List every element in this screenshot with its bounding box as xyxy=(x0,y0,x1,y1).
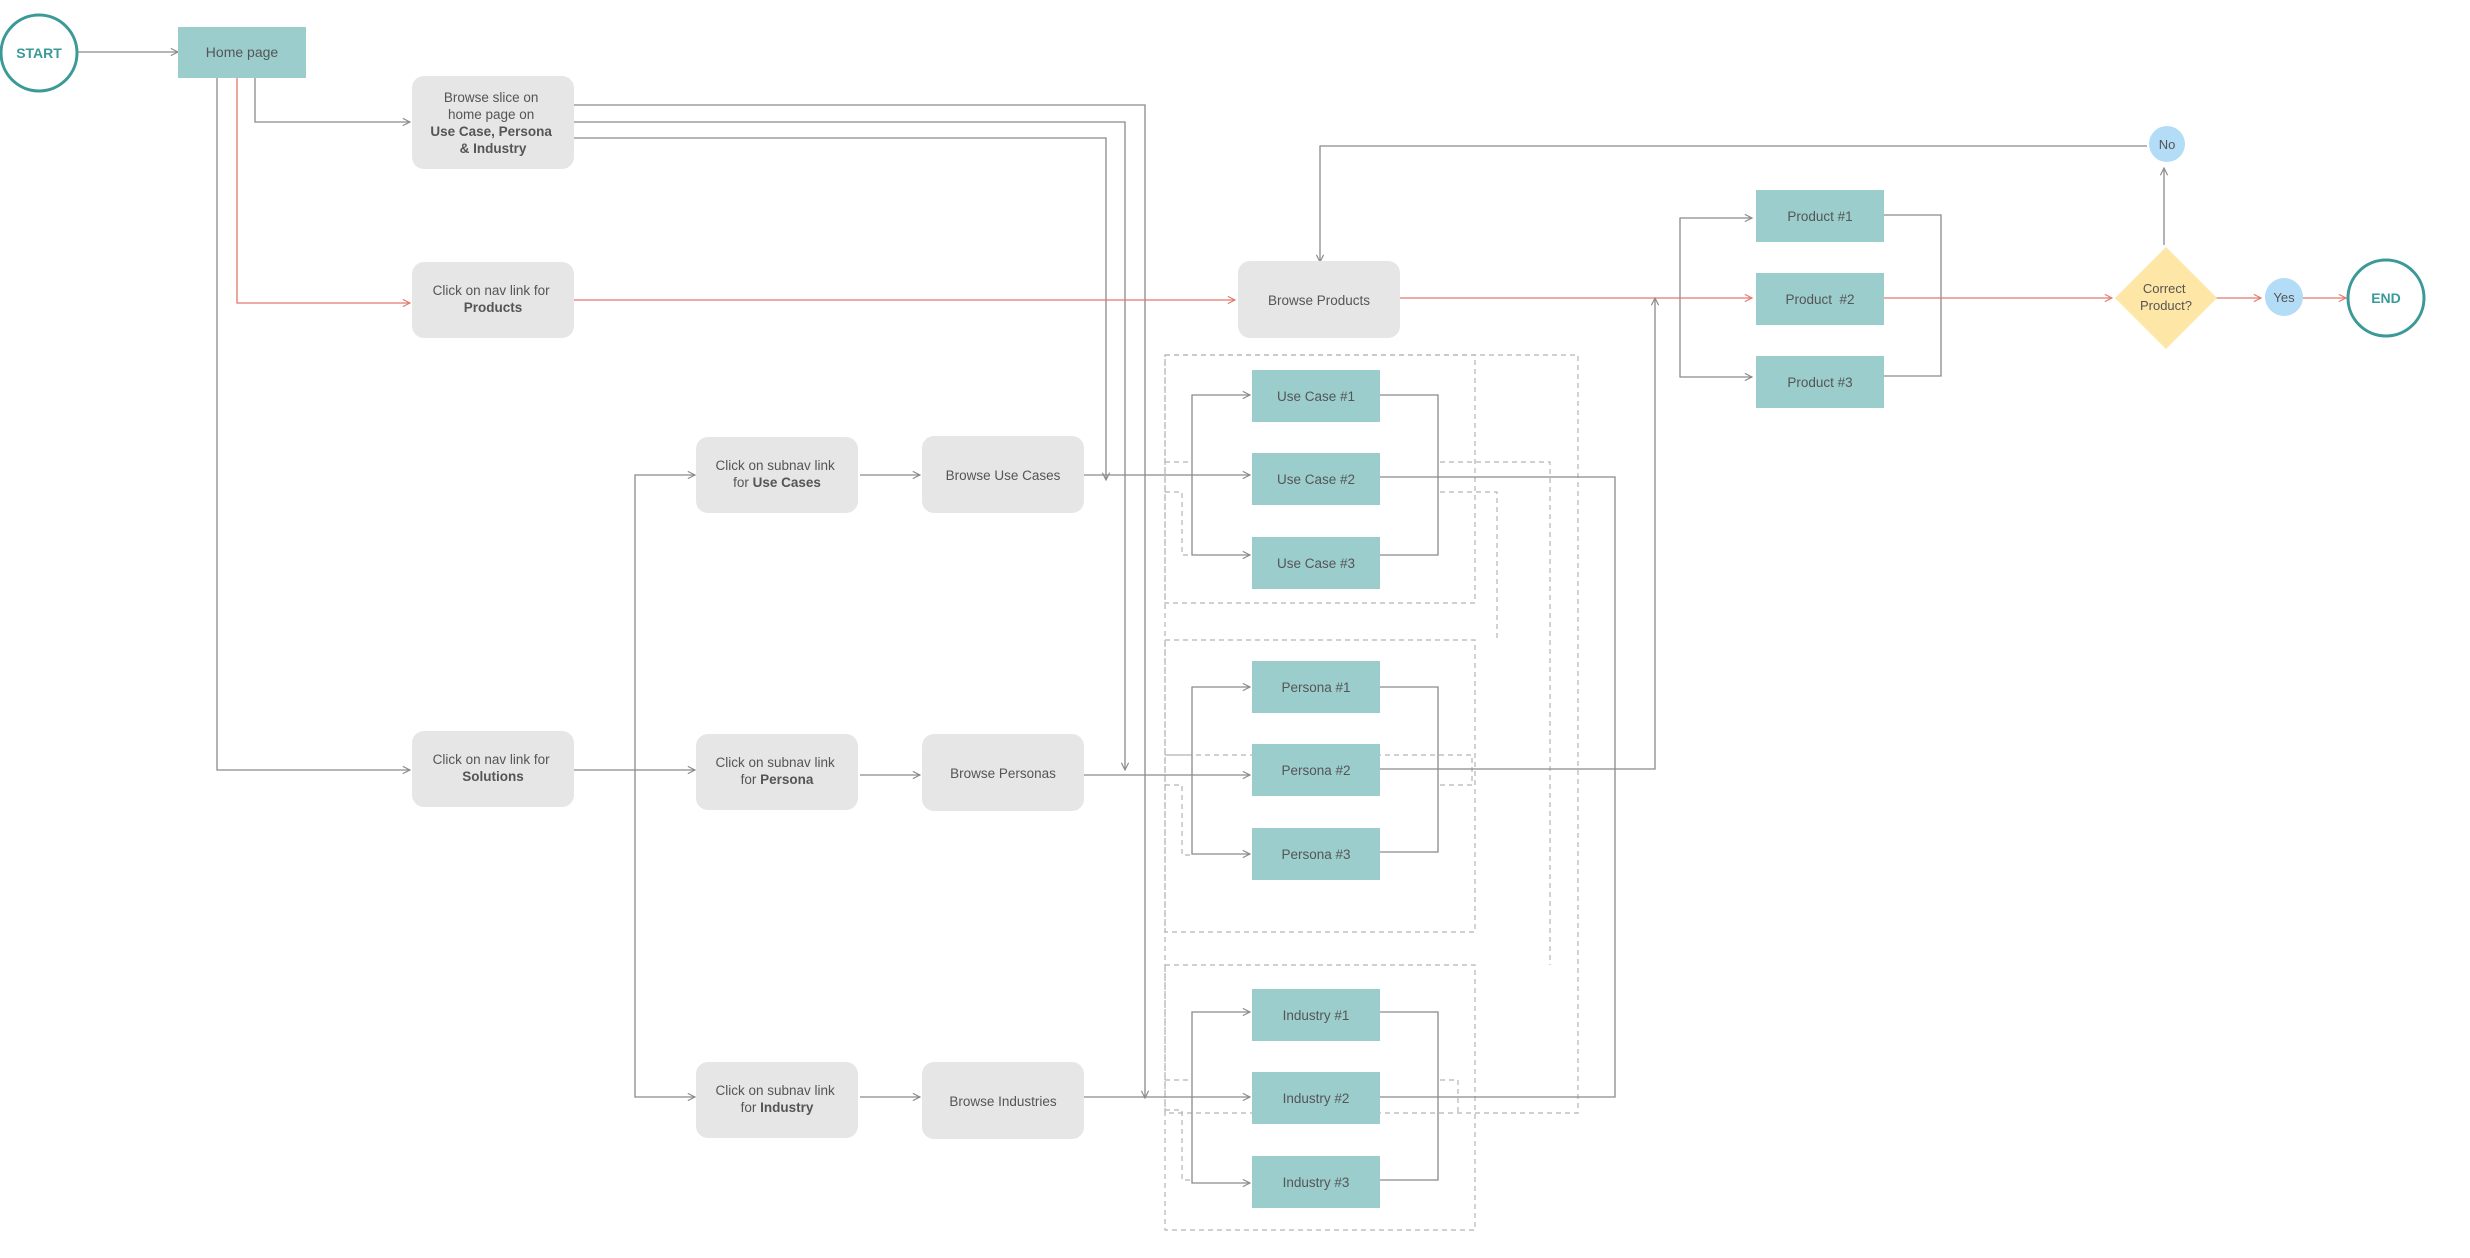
browse-industry-to-i1-arrow xyxy=(1191,1012,1250,1097)
use-case-2-label: Use Case #2 xyxy=(1277,472,1355,487)
browse-use-cases-label: Browse Use Cases xyxy=(946,468,1061,483)
dashed-connector-4 xyxy=(1440,1079,1459,1113)
home-to-browse-slice-arrow xyxy=(254,78,410,122)
slice-to-personas-arrow xyxy=(574,121,1125,770)
decision-label: Correct Product? xyxy=(2140,281,2192,313)
browse-use-to-uc3-arrow xyxy=(1191,475,1250,555)
nav-products-label: Click on nav link for Products xyxy=(433,283,554,315)
browse-industries-label: Browse Industries xyxy=(949,1094,1057,1109)
nav-products-node xyxy=(412,262,574,338)
subnav-use-cases-label: Click on subnav link for Use Cases xyxy=(715,458,838,490)
persona-to-products-arrow xyxy=(1380,298,1655,770)
dashed-connector-6 xyxy=(1165,491,1190,556)
connectors xyxy=(78,52,2164,1183)
no-to-browse-products-arrow xyxy=(1320,145,2147,262)
to-product-1-arrow xyxy=(1679,218,1752,298)
use-case-3-node xyxy=(1252,537,1380,589)
subnav-persona-label: Click on subnav link for Persona xyxy=(715,755,838,787)
product-1-node xyxy=(1756,190,1884,242)
home-to-nav-products-arrow xyxy=(236,78,410,303)
browse-use-to-uc1-arrow xyxy=(1191,395,1250,475)
end-node xyxy=(2346,258,2426,338)
persona-3-label: Persona #3 xyxy=(1281,847,1350,862)
dashed-connector-10 xyxy=(1165,1109,1190,1181)
browse-persona-to-p3-arrow xyxy=(1191,775,1250,854)
browse-slice-label: Browse slice on home page on Use Case, P… xyxy=(430,90,555,156)
subnav-persona-node xyxy=(696,734,858,810)
products-bracket xyxy=(1882,214,1942,377)
browse-products-node xyxy=(1238,261,1400,338)
home-page-label: Home page xyxy=(206,44,279,60)
slice-to-industries-arrow xyxy=(574,104,1145,1098)
product-2-node xyxy=(1756,273,1884,325)
persona-1-node xyxy=(1252,661,1380,713)
industry-1-label: Industry #1 xyxy=(1283,1008,1350,1023)
dashed-connector-2 xyxy=(1440,491,1498,640)
dashed-connector-3 xyxy=(1165,754,1473,786)
subnav-industry-label: Click on subnav link for Industry xyxy=(715,1083,838,1115)
industry-3-node xyxy=(1252,1156,1380,1208)
persona-3-node xyxy=(1252,828,1380,880)
dashed-outline-use-cases xyxy=(1164,354,1476,604)
home-to-solutions-arrow xyxy=(216,78,410,770)
decision-diamond xyxy=(2115,247,2217,349)
browse-personas-node xyxy=(922,734,1084,811)
product-1-label: Product #1 xyxy=(1787,209,1852,224)
product-3-node xyxy=(1756,356,1884,408)
browse-use-cases-node xyxy=(922,436,1084,513)
nav-solutions-node xyxy=(412,731,574,807)
industry-2-label: Industry #2 xyxy=(1283,1091,1350,1106)
end-label: END xyxy=(2371,290,2401,306)
solutions-to-usecase-subnav-arrow xyxy=(634,475,695,770)
product-2-label: Product #2 xyxy=(1785,292,1854,307)
browse-personas-label: Browse Personas xyxy=(950,766,1056,781)
dashed-connector-1 xyxy=(1440,461,1551,965)
subnav-industry-node xyxy=(696,1062,858,1138)
persona-1-label: Persona #1 xyxy=(1281,680,1350,695)
use-case-1-label: Use Case #1 xyxy=(1277,389,1355,404)
use-case-2-node xyxy=(1252,453,1380,505)
start-node xyxy=(0,13,79,93)
no-node xyxy=(2149,126,2185,162)
dashed-connector-8 xyxy=(1165,784,1190,856)
industry-bracket xyxy=(1380,1011,1439,1181)
no-label: No xyxy=(2159,137,2176,152)
yes-label: Yes xyxy=(2273,290,2295,305)
browse-products-label: Browse Products xyxy=(1268,293,1370,308)
slice-to-use-cases-arrow xyxy=(574,137,1106,480)
to-product-3-arrow xyxy=(1679,298,1752,377)
persona-2-label: Persona #2 xyxy=(1281,763,1350,778)
industry-2-node xyxy=(1252,1072,1380,1124)
browse-industries-node xyxy=(922,1062,1084,1139)
yes-node xyxy=(2265,278,2303,316)
persona-2-node xyxy=(1252,744,1380,796)
industry-3-label: Industry #3 xyxy=(1283,1175,1350,1190)
browse-persona-to-p1-arrow xyxy=(1191,687,1250,775)
subnav-use-cases-node xyxy=(696,437,858,513)
nav-solutions-label: Click on nav link for Solutions xyxy=(433,752,554,784)
primary-path xyxy=(236,78,2346,303)
use-case-to-industry-return-line xyxy=(1380,476,1616,1098)
browse-slice-node xyxy=(412,76,574,169)
solutions-to-industry-subnav-arrow xyxy=(634,770,695,1097)
industry-1-node xyxy=(1252,989,1380,1041)
start-label: START xyxy=(16,45,62,61)
use-case-3-label: Use Case #3 xyxy=(1277,556,1355,571)
use-case-1-node xyxy=(1252,370,1380,422)
product-3-label: Product #3 xyxy=(1787,375,1852,390)
dashed-outline-personas xyxy=(1164,639,1476,933)
home-page-node xyxy=(178,27,306,78)
use-case-bracket xyxy=(1380,394,1439,556)
browse-industry-to-i3-arrow xyxy=(1191,1097,1250,1183)
